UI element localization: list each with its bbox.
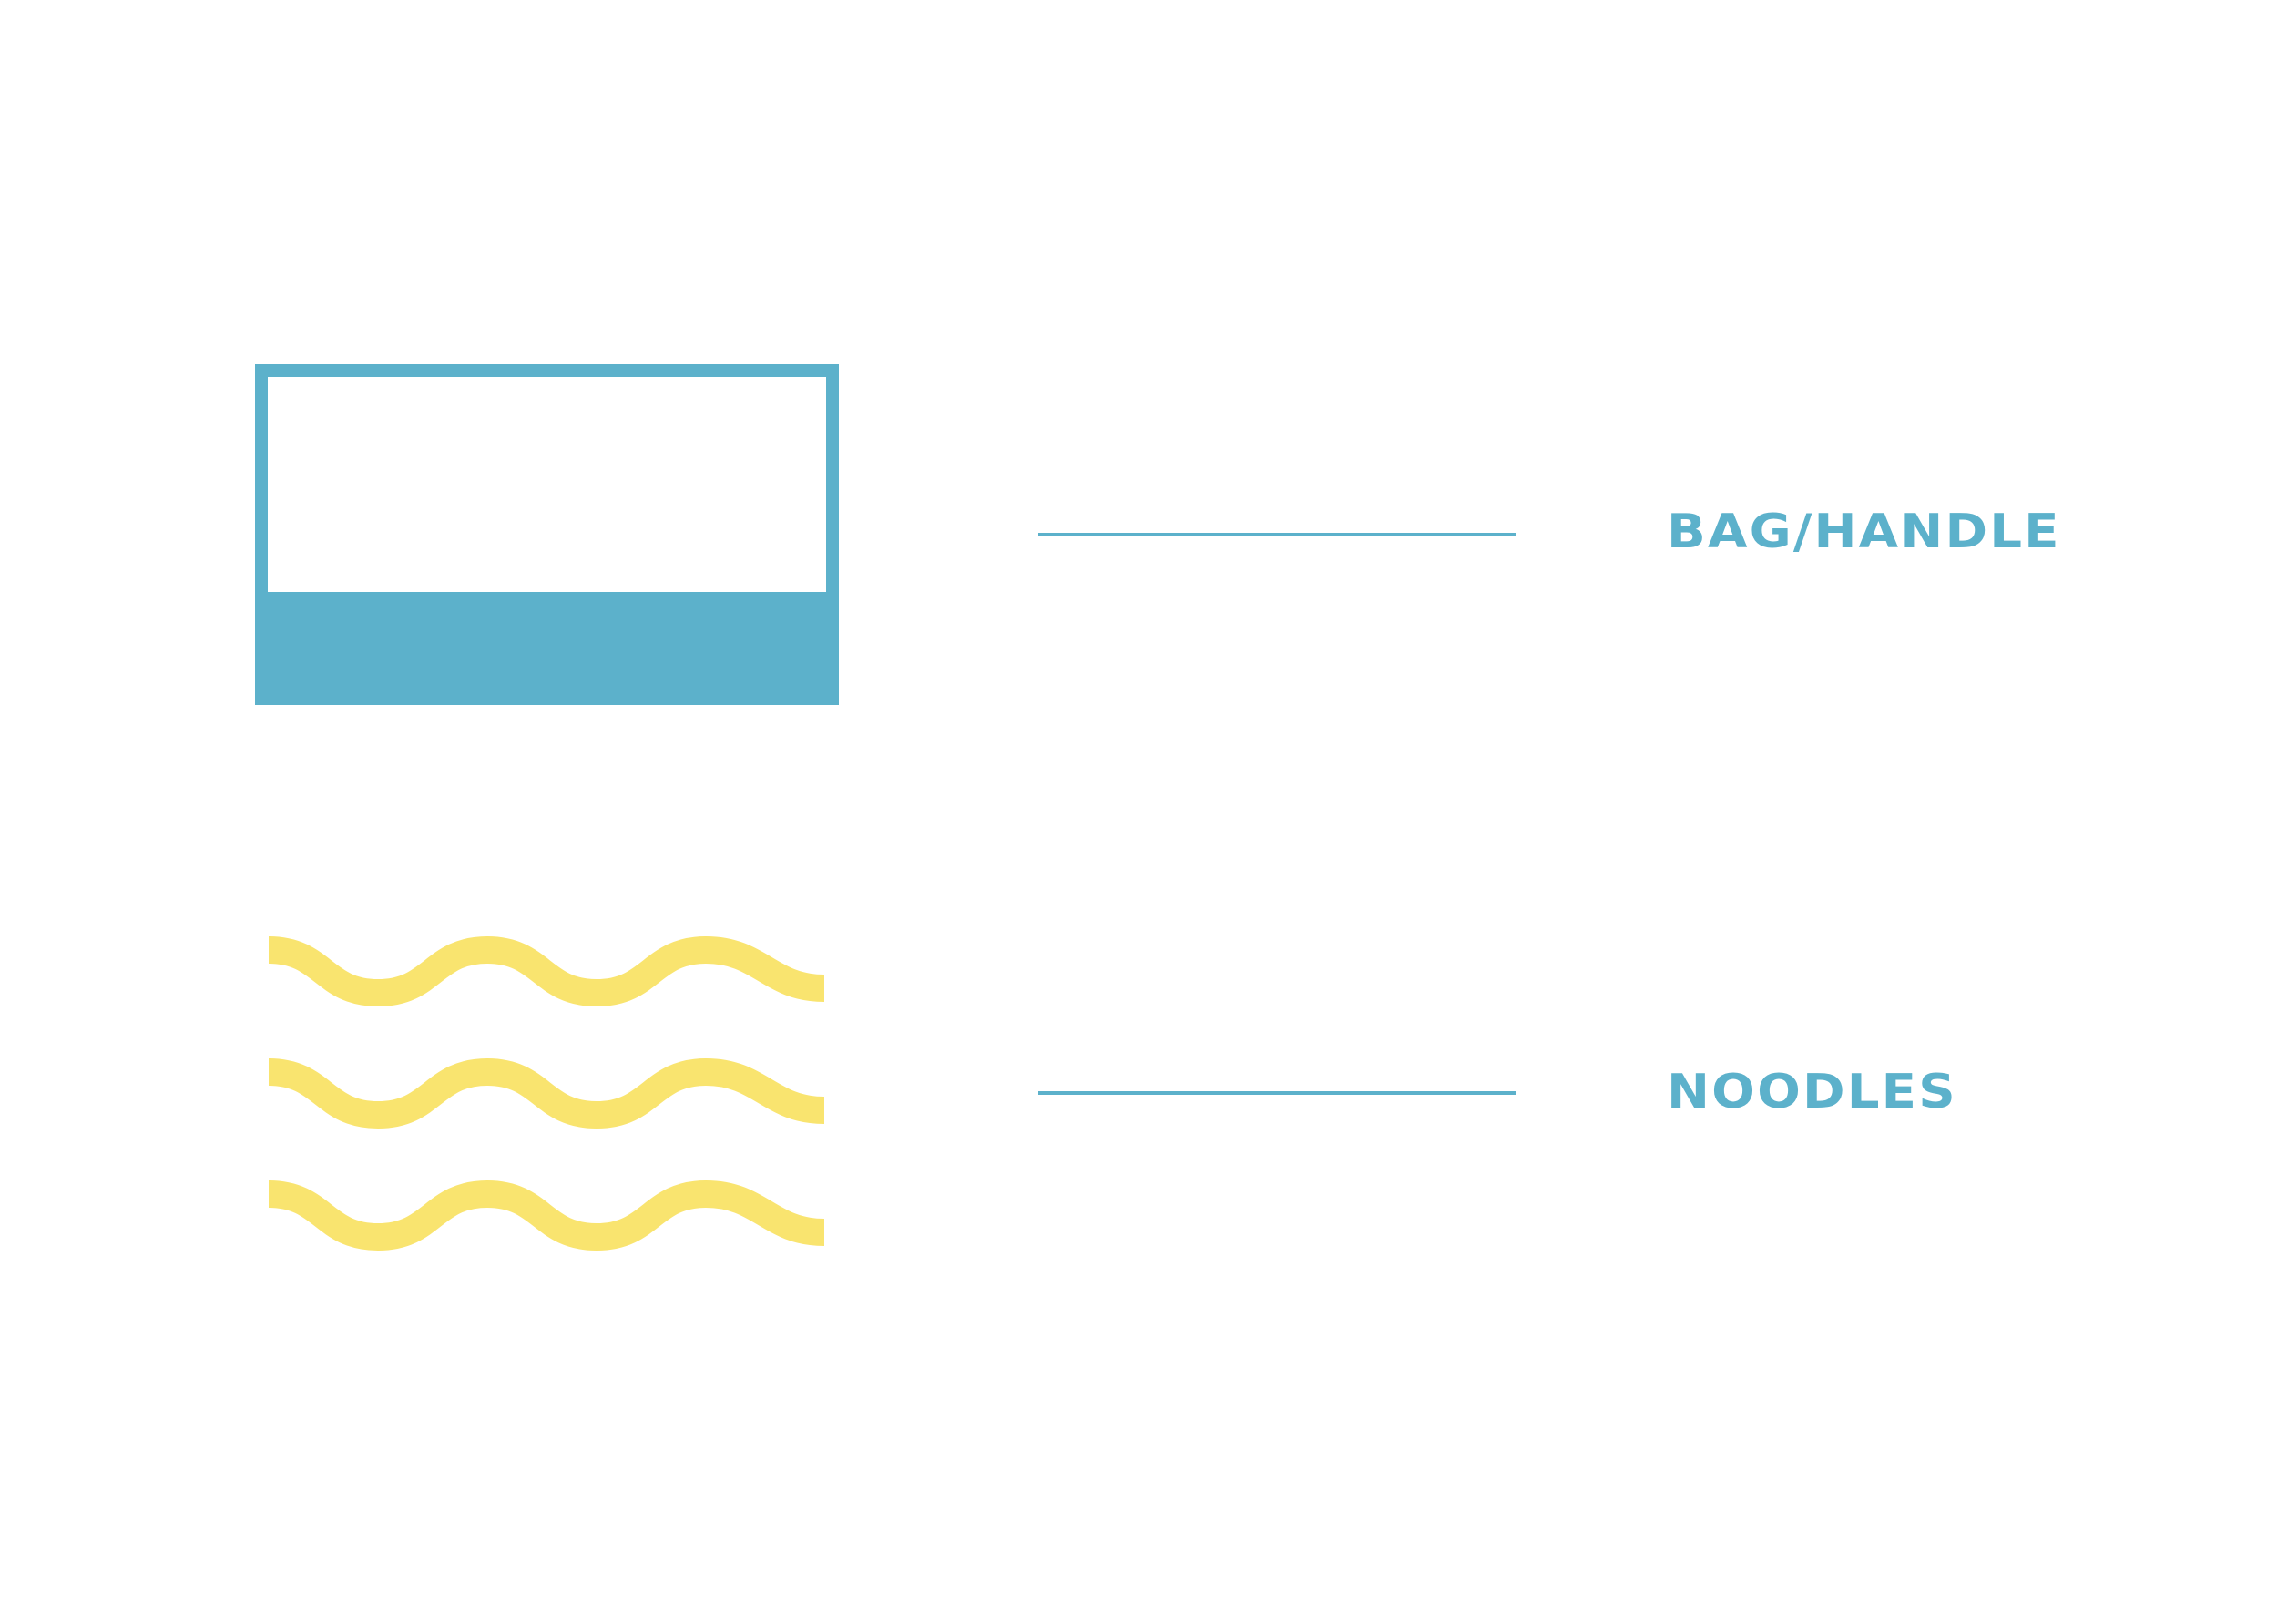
noodles-label: NOODLES <box>1667 1065 1957 1119</box>
noodles-leader-line <box>1038 1091 1516 1095</box>
noodle-strand <box>269 935 824 1007</box>
noodle-strand <box>269 1057 824 1129</box>
noodles-icon <box>269 935 824 1251</box>
noodle-strand <box>269 1180 824 1251</box>
bag-leader-line <box>1038 533 1516 536</box>
bag-handle-label: BAG/HANDLE <box>1667 505 2061 559</box>
bag-icon <box>255 364 839 705</box>
bag-handle-band <box>268 592 826 692</box>
